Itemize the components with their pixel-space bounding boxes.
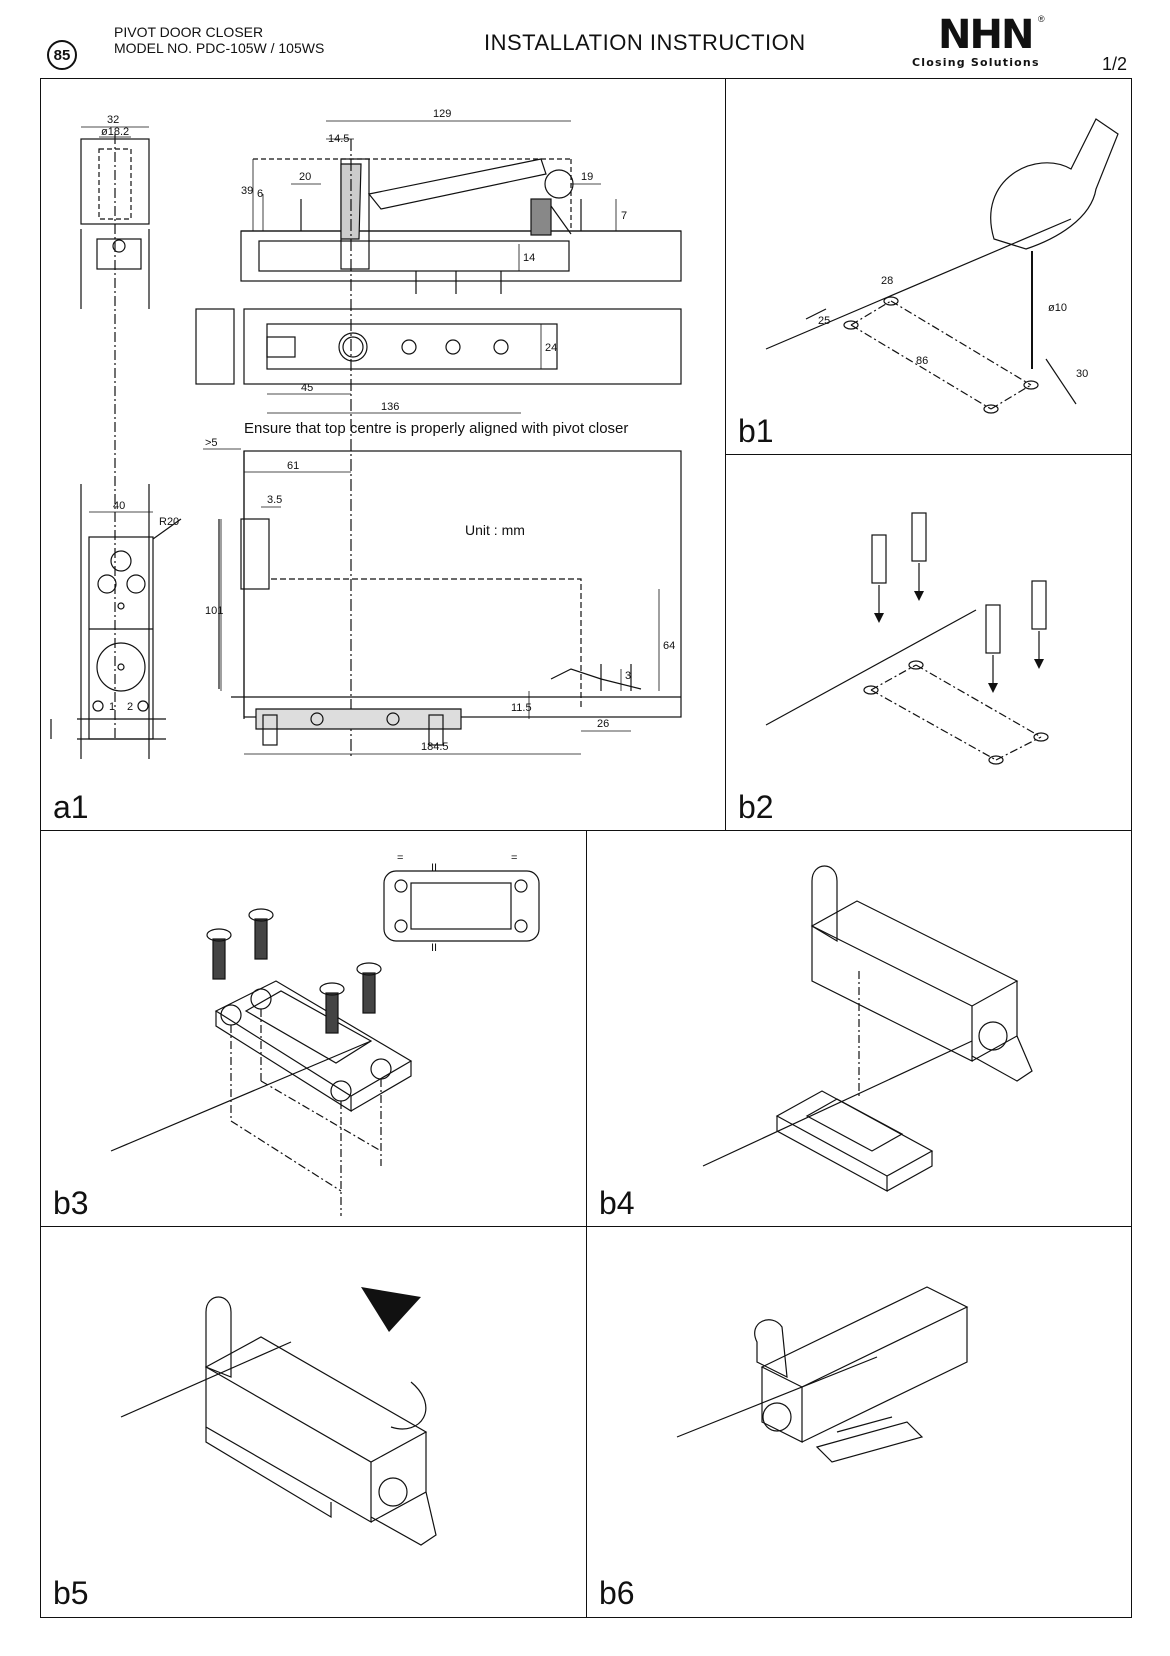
- panel-b4-lower-closer: b4: [586, 830, 1132, 1228]
- panel-label-b4: b4: [599, 1185, 635, 1221]
- hole-label-2: 2: [127, 701, 133, 713]
- unit-note: Unit : mm: [465, 522, 525, 538]
- dim-184-5: 184.5: [421, 741, 449, 753]
- dim-greater-than-5: >5: [205, 437, 218, 449]
- panel-b6-installed-closer: b6: [586, 1226, 1132, 1618]
- dim-30: 30: [1076, 368, 1088, 380]
- brand-logo: NHN ® Closing Solutions: [898, 8, 1068, 69]
- dim-26: 26: [597, 718, 609, 730]
- b4-drawing: [702, 865, 1033, 1193]
- panel-b2-insert-plugs: b2: [725, 454, 1132, 832]
- document-number-badge: 85: [47, 40, 77, 70]
- dim-diameter-10: ø10: [1048, 302, 1067, 314]
- dim-86: 86: [916, 355, 928, 367]
- b1-drawing: 28 25 86 ø10 30: [765, 118, 1119, 414]
- rotate-arrow-icon: [361, 1287, 421, 1332]
- dim-7: 7: [621, 210, 627, 222]
- equal-mark-right: =: [511, 852, 517, 864]
- b3-drawing: = = II II: [110, 852, 540, 1216]
- dim-64: 64: [663, 640, 675, 652]
- page-indicator: 1/2: [1102, 54, 1128, 74]
- panel-label-b3: b3: [53, 1185, 89, 1221]
- dim-6: 6: [257, 188, 263, 200]
- dim-r20: R20: [159, 516, 179, 528]
- panel-label-b6: b6: [599, 1575, 635, 1611]
- a1-drawing: 32 ø18.2 129 14.5 39 6 20 19 7 14 24 45 …: [50, 108, 682, 759]
- alignment-note: Ensure that top centre is properly align…: [244, 420, 629, 437]
- brand-logo-mark: NHN: [938, 12, 1034, 58]
- equal-mark-left: =: [397, 852, 403, 864]
- dim-136: 136: [381, 401, 399, 413]
- document-title: INSTALLATION INSTRUCTION: [484, 30, 806, 55]
- brand-tagline: Closing Solutions: [912, 56, 1040, 69]
- panel-label-b5: b5: [53, 1575, 89, 1611]
- panel-label-b2: b2: [738, 789, 774, 825]
- dim-101: 101: [205, 605, 223, 617]
- b5-drawing: [120, 1287, 437, 1546]
- dim-14-5: 14.5: [328, 133, 349, 145]
- dim-45: 45: [301, 382, 313, 394]
- dim-19: 19: [581, 171, 593, 183]
- product-model-line: MODEL NO. PDC-105W / 105WS: [114, 40, 325, 56]
- panel-label-b1: b1: [738, 413, 774, 449]
- dim-39: 39: [241, 185, 253, 197]
- panel-label-a1: a1: [53, 789, 89, 825]
- b2-drawing: [765, 512, 1049, 765]
- dim-40: 40: [113, 500, 125, 512]
- product-info: PIVOT DOOR CLOSER MODEL NO. PDC-105W / 1…: [114, 24, 324, 56]
- dim-61: 61: [287, 460, 299, 472]
- dim-24: 24: [545, 342, 557, 354]
- dim-20: 20: [299, 171, 311, 183]
- dim-14: 14: [523, 252, 535, 264]
- equal-mark-top: II: [431, 862, 437, 874]
- dim-3-5: 3.5: [267, 494, 282, 506]
- panel-b5-rotate-closer: b5: [40, 1226, 588, 1618]
- dim-25: 25: [818, 315, 830, 327]
- hole-label-1: 1: [109, 701, 115, 713]
- product-line-1: PIVOT DOOR CLOSER: [114, 24, 264, 40]
- dim-32: 32: [107, 114, 119, 126]
- panel-a1-technical-drawing: 32 ø18.2 129 14.5 39 6 20 19 7 14 24 45 …: [40, 78, 726, 832]
- dim-diameter-18-2: ø18.2: [101, 126, 129, 138]
- panel-b3-mount-base-plate: = = II II b3: [40, 830, 588, 1228]
- equal-mark-bottom: II: [431, 942, 437, 954]
- panel-b1-drill-holes: 28 25 86 ø10 30 b1: [725, 78, 1132, 456]
- registered-mark: ®: [1038, 14, 1045, 24]
- dim-28: 28: [881, 275, 893, 287]
- b6-drawing: [676, 1286, 969, 1463]
- dim-129: 129: [433, 108, 451, 120]
- dim-3: 3: [625, 670, 631, 682]
- dim-11-5: 11.5: [511, 702, 532, 714]
